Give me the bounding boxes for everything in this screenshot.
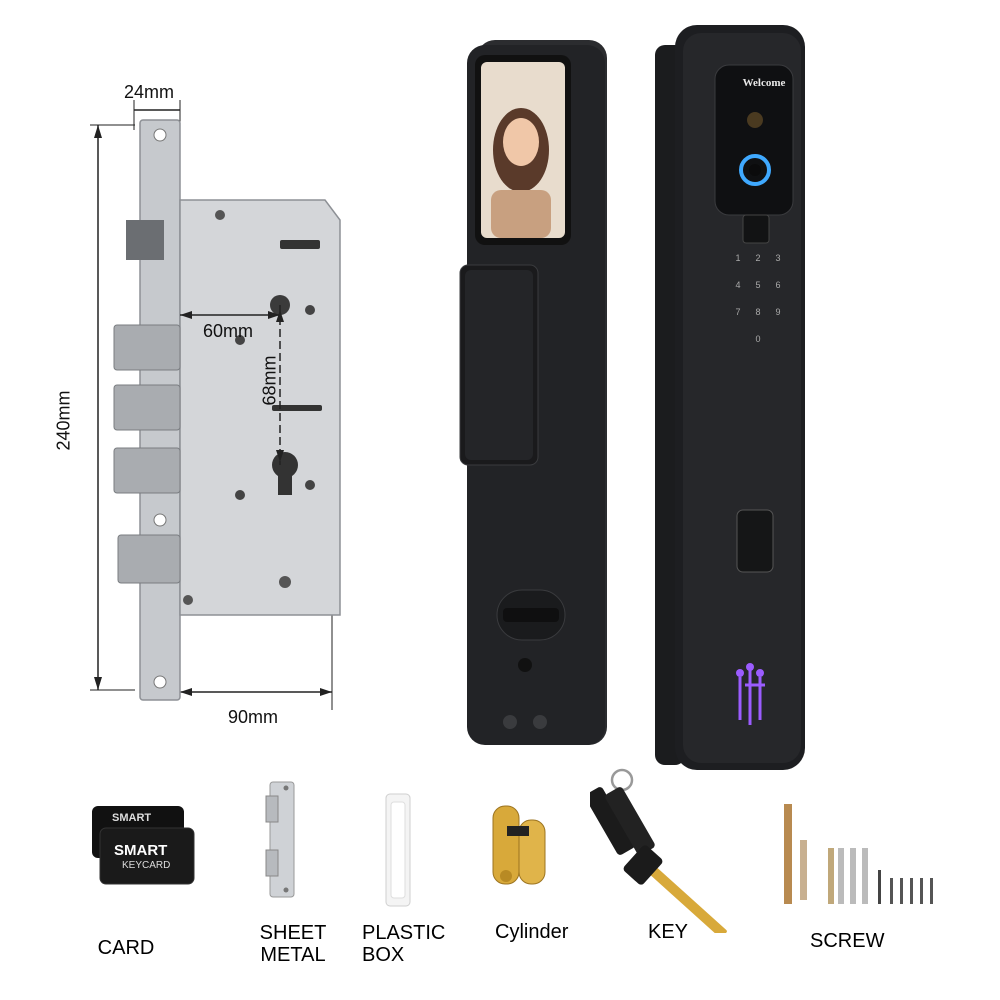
mortise-lock-diagram: 24mm 240mm 60mm 68mm 90mm [40,70,400,730]
label-sheet-metal: SHEET METAL [248,922,338,966]
keypad-key-3[interactable]: 3 [775,253,781,263]
accessory-card-image: SMART SMART KEYCARD [88,800,198,890]
dim-backset: 60mm [203,321,254,341]
keypad-key-5[interactable]: 5 [755,280,761,290]
card-front-subtext: KEYCARD [122,860,171,871]
keypad-key-7[interactable]: 7 [735,307,741,317]
strike-plate-icon [265,781,295,898]
card-front-text: SMART [114,842,168,859]
label-screw: SCREW [810,930,885,952]
card-icon [92,806,195,885]
dim-depth: 90mm [228,707,279,727]
keypad-key-8[interactable]: 8 [755,307,761,317]
welcome-screen-text: Welcome [742,77,786,89]
keypad-key-2[interactable]: 2 [755,253,761,263]
keypad-key-0[interactable]: 0 [755,334,761,344]
keypad-key-9[interactable]: 9 [775,307,781,317]
label-sheet-metal-line1: SHEET [259,922,327,944]
accessory-screws-image [770,800,940,910]
lock-front-panel-drawing [655,25,805,770]
keypad-key-6[interactable]: 6 [775,280,781,290]
lock-inner-panel [455,40,615,750]
label-plastic-box-line2: BOX [362,944,405,966]
lock-front-panel: Welcome 1 2 3 4 5 6 7 8 9 0 [655,25,815,775]
dim-height: 240mm [53,390,74,451]
label-key: KEY [648,921,689,943]
key-icon [590,768,727,933]
label-cylinder: Cylinder [495,921,569,943]
accessory-cylinder-image [485,798,565,893]
dim-faceplate-width: 24mm [124,82,175,102]
keypad: 1 2 3 4 5 6 7 8 9 0 [728,253,788,348]
accessory-key-image [590,768,760,933]
label-plastic-box: PLASTIC BOX [362,922,452,966]
label-card: CARD [97,937,155,959]
mortise-lock-drawing [90,100,341,710]
accessory-sheet-metal-image [258,780,308,900]
label-plastic-box-line1: PLASTIC [362,922,446,944]
lock-inner-panel-drawing [459,40,607,745]
plastic-box-icon [385,793,411,907]
card-back-text: SMART [112,812,152,824]
accessory-plastic-box-image [380,792,416,912]
dim-center-distance: 68mm [259,355,280,406]
cylinder-icon [492,805,546,885]
label-sheet-metal-line2: METAL [260,944,326,966]
screws-icon [784,804,933,904]
keypad-key-1[interactable]: 1 [735,253,741,263]
keypad-key-4[interactable]: 4 [735,280,741,290]
